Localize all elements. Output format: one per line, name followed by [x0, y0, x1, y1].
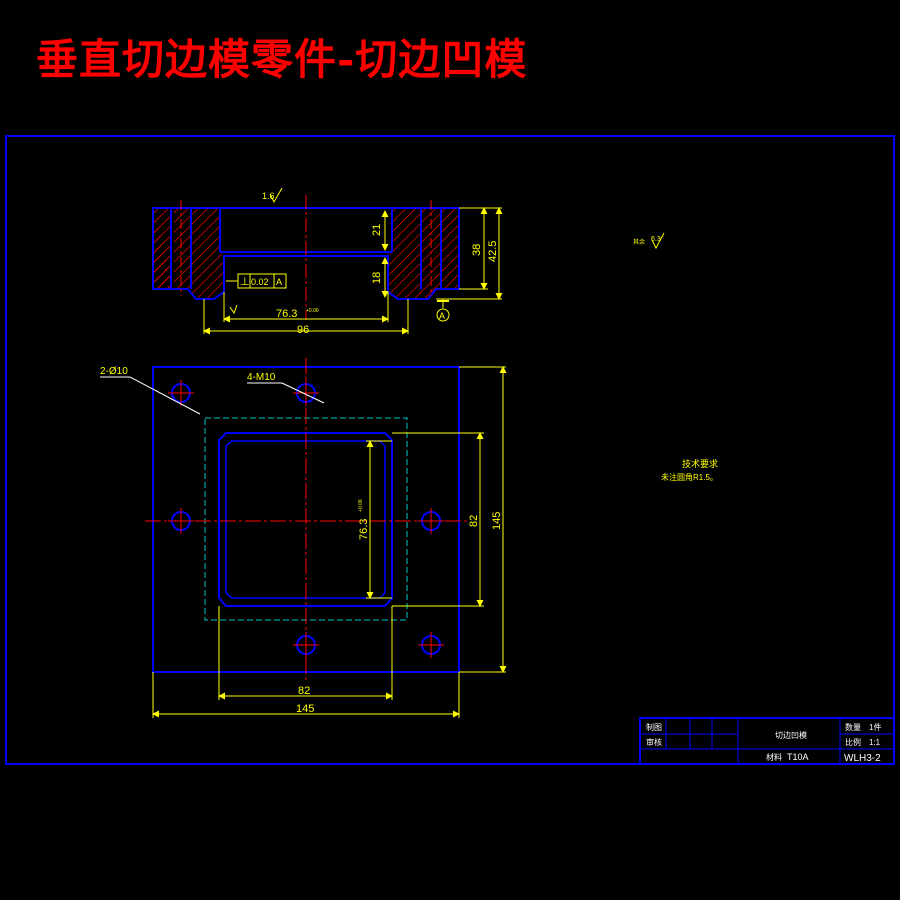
hatch-left-outer	[153, 208, 171, 289]
tolerance-symbol: ⊥	[240, 276, 250, 288]
tb-quantity-label: 数量	[845, 722, 861, 732]
drawing-border	[5, 135, 895, 765]
dim-inner-vertical: 82	[468, 515, 480, 527]
roughness-note: 其余 6.3	[633, 232, 665, 250]
tb-scale-value: 1:1	[869, 738, 881, 747]
cavity-outer	[218, 432, 393, 607]
dim-cavity-tol: +0.06	[358, 499, 364, 512]
tb-material-value: T10A	[787, 752, 809, 762]
dim-height-inner: 38	[471, 244, 483, 256]
dim-inner-horizontal: 82	[298, 685, 310, 697]
dim-width-total: 96	[297, 324, 309, 336]
plan-view: 2-Ø10 4-M10 76.3 +0.06 82 145 82 145	[100, 358, 507, 718]
tb-drawing-no: WLH3-2	[844, 753, 881, 764]
dim-opening-tol: +0.06	[306, 308, 319, 314]
tech-heading: 技术要求	[682, 458, 718, 469]
tolerance-datum: A	[276, 277, 282, 287]
dim-depth-upper: 21	[371, 224, 383, 236]
dim-opening: 76.3	[276, 308, 297, 320]
roughness-note-label: 其余	[633, 238, 645, 246]
hatch-left	[153, 208, 224, 299]
datum-label: A	[439, 311, 445, 321]
tech-line-1: 未注圆角R1.5。	[661, 472, 718, 482]
thread-hole	[293, 632, 319, 658]
title-block: 制图 审核 切边凹模 数量 1件 比例 1:1 材料 T10A WLH3-2	[639, 717, 895, 765]
tb-scale-label: 比例	[845, 737, 861, 747]
dim-cavity-vertical: 76.3	[358, 519, 370, 540]
hole	[168, 380, 194, 406]
tb-quantity-value: 1件	[869, 722, 881, 732]
thread-hole	[168, 508, 194, 534]
dim-height-total: 42.5	[487, 241, 499, 262]
hole	[418, 632, 444, 658]
tb-designer-label: 制图	[646, 722, 662, 732]
tb-checker-label: 审核	[646, 737, 662, 747]
callout-threads: 4-M10	[247, 372, 276, 383]
tb-material-label: 材料	[766, 752, 782, 762]
roughness-symbol	[651, 232, 665, 250]
dim-depth-lower: 18	[371, 272, 383, 284]
roughness-symbol	[269, 187, 283, 204]
datum-circle	[436, 308, 450, 322]
callout-holes: 2-Ø10	[100, 366, 128, 377]
tb-part-name: 切边凹模	[775, 730, 807, 740]
hatch-right	[388, 208, 459, 299]
tech-requirements: 技术要求 未注圆角R1.5。	[661, 458, 718, 482]
tolerance-value: 0.02	[251, 277, 269, 287]
dim-outer-horizontal: 145	[296, 703, 314, 715]
thread-hole	[418, 508, 444, 534]
dim-outer-vertical: 145	[491, 512, 503, 530]
section-view: 1.6 21 18 38 42.5 ⊥ 0.02 A 76.3 +0.06 96	[152, 187, 503, 336]
roughness-value: 1.6	[262, 191, 275, 201]
section-outline	[152, 207, 460, 300]
roughness-note-value: 6.3	[651, 236, 661, 243]
drawing-title: 垂直切边模零件-切边凹模	[36, 35, 528, 84]
thread-hole	[293, 380, 319, 406]
